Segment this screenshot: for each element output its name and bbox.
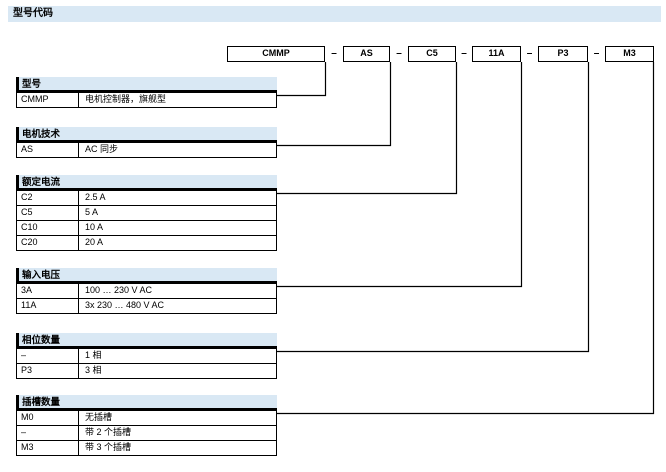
row-desc: 1 相: [85, 350, 102, 360]
table-slot-count: 插槽数量 M0 无插槽 – 带 2 个插槽 M3 带 3 个插槽: [16, 395, 277, 456]
row-desc: 2.5 A: [85, 192, 106, 202]
row-code: C10: [17, 221, 79, 235]
table-header: 额定电流: [16, 175, 277, 191]
code-segment-c5: C5: [408, 46, 456, 62]
code-segment-as: AS: [343, 46, 390, 62]
row-code: P3: [17, 364, 79, 378]
row-code: –: [17, 349, 79, 363]
code-separator: –: [593, 48, 600, 59]
row-desc: 3x 230 … 480 V AC: [85, 300, 165, 310]
code-separator: –: [526, 48, 533, 59]
table-row: C20 20 A: [16, 236, 277, 251]
row-code: CMMP: [17, 93, 79, 107]
code-segment-11a: 11A: [472, 46, 521, 62]
table-row: P3 3 相: [16, 364, 277, 379]
code-segment-m3: M3: [605, 46, 654, 62]
code-segment-cmmp: CMMP: [227, 46, 325, 62]
table-row: – 1 相: [16, 349, 277, 364]
row-desc: 带 3 个插槽: [85, 442, 132, 452]
row-code: AS: [17, 143, 79, 157]
code-separator: –: [461, 48, 467, 59]
table-row: C10 10 A: [16, 221, 277, 236]
table-model: 型号 CMMP 电机控制器，旗舰型: [16, 77, 277, 108]
table-row: M3 带 3 个插槽: [16, 441, 277, 456]
section-title-bar: 型号代码: [8, 6, 661, 22]
connector-c5: [277, 62, 458, 195]
table-header: 相位数量: [16, 333, 277, 349]
connector-m3: [277, 62, 655, 415]
row-desc: 5 A: [85, 207, 99, 217]
table-phase-count: 相位数量 – 1 相 P3 3 相: [16, 333, 277, 379]
table-row: – 带 2 个插槽: [16, 426, 277, 441]
row-desc: 10 A: [85, 222, 104, 232]
table-header: 型号: [16, 77, 277, 93]
code-segment-p3: P3: [538, 46, 588, 62]
row-desc: 20 A: [85, 237, 104, 247]
row-code: C20: [17, 236, 79, 250]
row-desc: 无插槽: [85, 412, 113, 422]
table-row: C2 2.5 A: [16, 191, 277, 206]
table-rated-current: 额定电流 C2 2.5 A C5 5 A C10 10 A C20 20 A: [16, 175, 277, 251]
row-code: M3: [17, 441, 79, 455]
table-header: 输入电压: [16, 268, 277, 284]
connector-cmmp: [277, 62, 327, 97]
table-row: C5 5 A: [16, 206, 277, 221]
table-header: 插槽数量: [16, 395, 277, 411]
row-desc: 电机控制器，旗舰型: [85, 94, 167, 104]
connector-p3: [277, 62, 590, 353]
row-desc: 100 … 230 V AC: [85, 285, 153, 295]
row-code: –: [17, 426, 79, 440]
code-separator: –: [396, 48, 402, 59]
table-input-voltage: 输入电压 3A 100 … 230 V AC 11A 3x 230 … 480 …: [16, 268, 277, 314]
code-separator: –: [331, 48, 337, 59]
row-desc: AC 同步: [85, 144, 119, 154]
section-title: 型号代码: [13, 8, 53, 19]
table-motor-technology: 电机技术 AS AC 同步: [16, 127, 277, 158]
row-code: C2: [17, 191, 79, 205]
row-desc: 3 相: [85, 365, 102, 375]
table-row: AS AC 同步: [16, 143, 277, 158]
connector-as: [277, 62, 392, 147]
row-code: 3A: [17, 284, 79, 298]
table-row: 11A 3x 230 … 480 V AC: [16, 299, 277, 314]
table-header: 电机技术: [16, 127, 277, 143]
row-desc: 带 2 个插槽: [85, 427, 132, 437]
row-code: 11A: [17, 299, 79, 313]
table-row: M0 无插槽: [16, 411, 277, 426]
table-row: 3A 100 … 230 V AC: [16, 284, 277, 299]
row-code: M0: [17, 411, 79, 425]
row-code: C5: [17, 206, 79, 220]
connector-11a: [277, 62, 523, 288]
table-row: CMMP 电机控制器，旗舰型: [16, 93, 277, 108]
